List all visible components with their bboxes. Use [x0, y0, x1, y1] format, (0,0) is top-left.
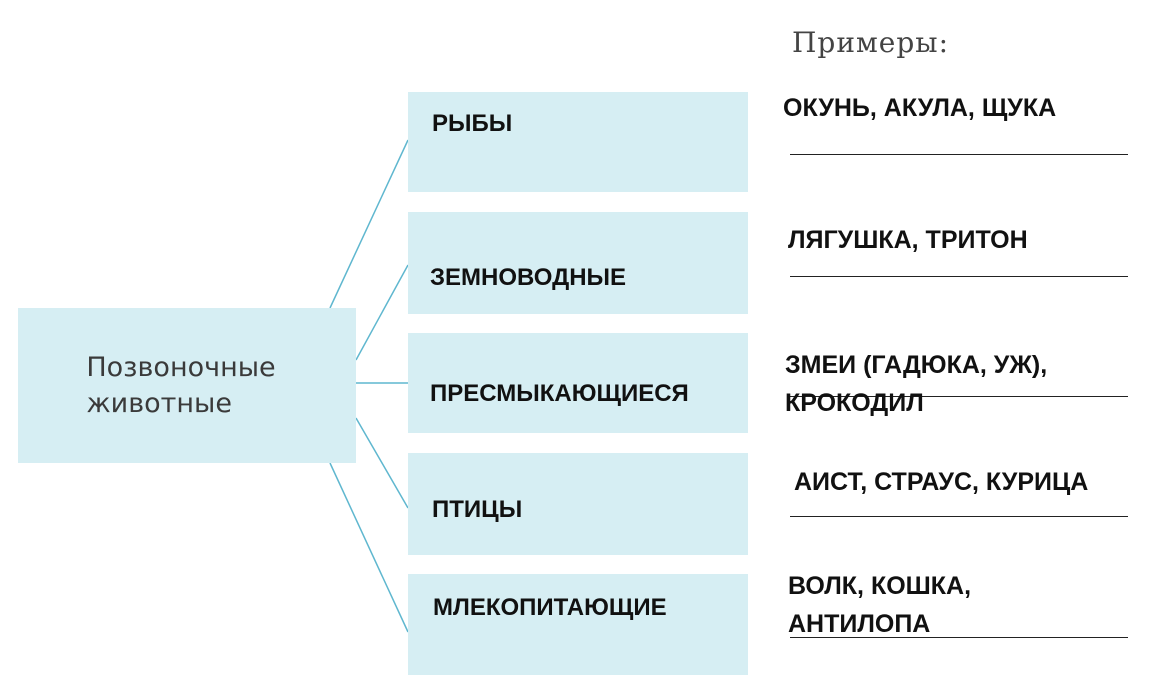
answer-line-mlekopitayushchie — [790, 637, 1128, 638]
category-label-zemnovodnye: ЗЕМНОВОДНЫЕ — [430, 264, 627, 291]
answer-line-ptitsy — [790, 516, 1128, 517]
category-label-ryby: РЫБЫ — [432, 110, 513, 137]
category-box-presmykayushchiesya — [408, 333, 748, 433]
connector-zemnovodnye — [355, 264, 409, 361]
category-box-ptitsy — [408, 453, 748, 555]
example-zemnovodnye: ЛЯГУШКА, ТРИТОН — [788, 226, 1028, 254]
category-label-presmykayushchiesya: ПРЕСМЫКАЮЩИЕСЯ — [430, 380, 689, 407]
example-ryby: ОКУНЬ, АКУЛА, ЩУКА — [783, 94, 1057, 122]
category-box-zemnovodnye — [408, 212, 748, 314]
category-label-ptitsy: ПТИЦЫ — [432, 496, 523, 523]
category-label-mlekopitayushchie: МЛЕКОПИТАЮЩИЕ — [433, 594, 667, 621]
examples-title: Примеры: — [792, 26, 949, 59]
connector-ptitsy — [355, 417, 409, 509]
category-box-mlekopitayushchie — [408, 574, 748, 675]
example-presmykayushchiesya: ЗМЕИ (ГАДЮКА, УЖ), КРОКОДИЛ — [785, 351, 1048, 417]
example-mlekopitayushchie: ВОЛК, КОШКА, АНТИЛОПА — [788, 572, 972, 638]
answer-line-ryby — [790, 154, 1128, 155]
connector-mlekopitayushchie — [329, 462, 409, 633]
answer-line-presmykayushchiesya — [790, 396, 1128, 397]
connector-ryby — [329, 139, 409, 309]
example-ptitsy: АИСТ, СТРАУС, КУРИЦА — [794, 468, 1089, 496]
category-box-ryby — [408, 92, 748, 192]
root-label: Позвоночные животные — [86, 351, 276, 419]
answer-line-zemnovodnye — [790, 276, 1128, 277]
root-node: Позвоночные животные — [18, 308, 356, 463]
